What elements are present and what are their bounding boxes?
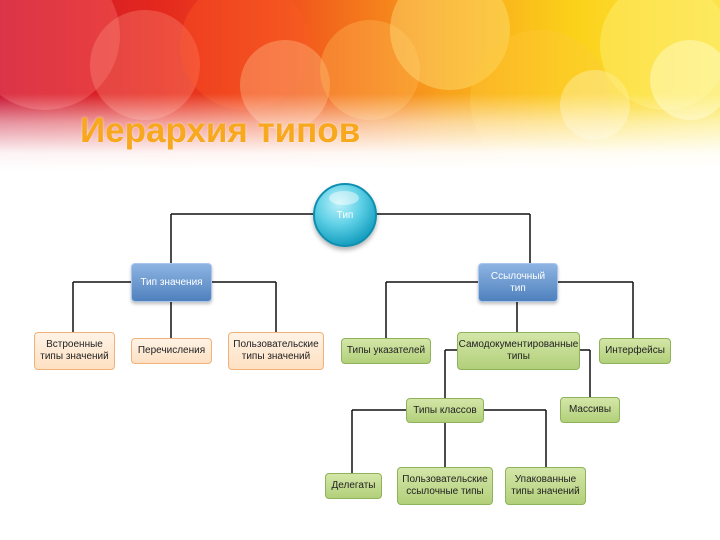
node-value-type: Тип значения — [131, 263, 212, 302]
node-class-types: Типы классов — [406, 398, 484, 423]
node-boxed-value-types: Упакованные типы значений — [505, 467, 586, 505]
node-interfaces: Интерфейсы — [599, 338, 671, 364]
node-arrays: Массивы — [560, 397, 620, 423]
node-self-documented-types: Самодокументированные типы — [457, 332, 580, 370]
node-builtin-value-types: Встроенные типы значений — [34, 332, 115, 370]
node-delegates: Делегаты — [325, 473, 382, 499]
node-pointer-types: Типы указателей — [341, 338, 431, 364]
node-reference-type: Ссылочный тип — [478, 263, 558, 302]
node-user-value-types: Пользовательские типы значений — [228, 332, 324, 370]
root-node-label: Тип — [336, 209, 354, 221]
header-banner — [0, 0, 720, 170]
node-user-reference-types: Пользовательские ссылочные типы — [397, 467, 493, 505]
root-node-type: Тип — [313, 183, 377, 247]
node-enumerations: Перечисления — [131, 338, 212, 364]
slide-title: Иерархия типов — [80, 111, 361, 150]
